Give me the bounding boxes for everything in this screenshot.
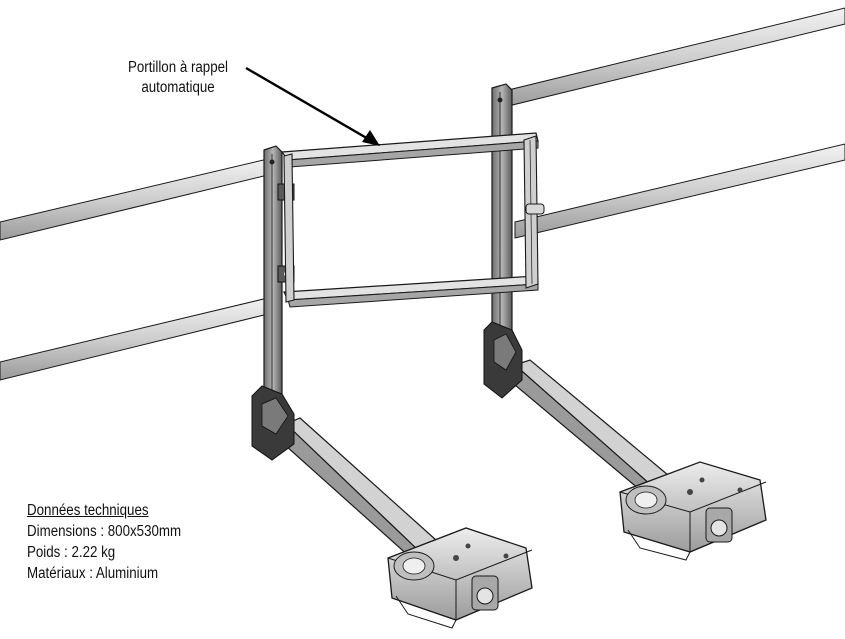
left-foot-bracket	[251, 385, 295, 461]
callout-line-2: automatique	[141, 79, 215, 96]
left-support-leg	[284, 417, 437, 568]
specs-material: Matériaux : Aluminium	[27, 565, 159, 582]
left-base-block	[387, 527, 533, 629]
right-foot-bracket	[483, 321, 523, 399]
left-mid-rail	[0, 296, 276, 381]
specs-weight: Poids : 2.22 kg	[27, 544, 116, 561]
callout-arrow	[245, 66, 380, 146]
right-mid-rail	[514, 143, 845, 239]
left-top-rail	[0, 157, 276, 241]
specs-dimensions: Dimensions : 800x530mm	[27, 523, 182, 540]
right-support-leg	[513, 359, 669, 502]
right-top-rail	[499, 7, 845, 109]
self-closing-gate	[280, 132, 545, 308]
right-post	[491, 83, 513, 361]
callout-line-1: Portillon à rappel	[127, 59, 229, 76]
right-base-block	[619, 461, 767, 561]
specs-heading: Données techniques	[27, 502, 149, 519]
gate-callout-label: Portillon à rappel automatique	[114, 58, 241, 98]
technical-specs: Données techniques Dimensions : 800x530m…	[27, 500, 181, 584]
